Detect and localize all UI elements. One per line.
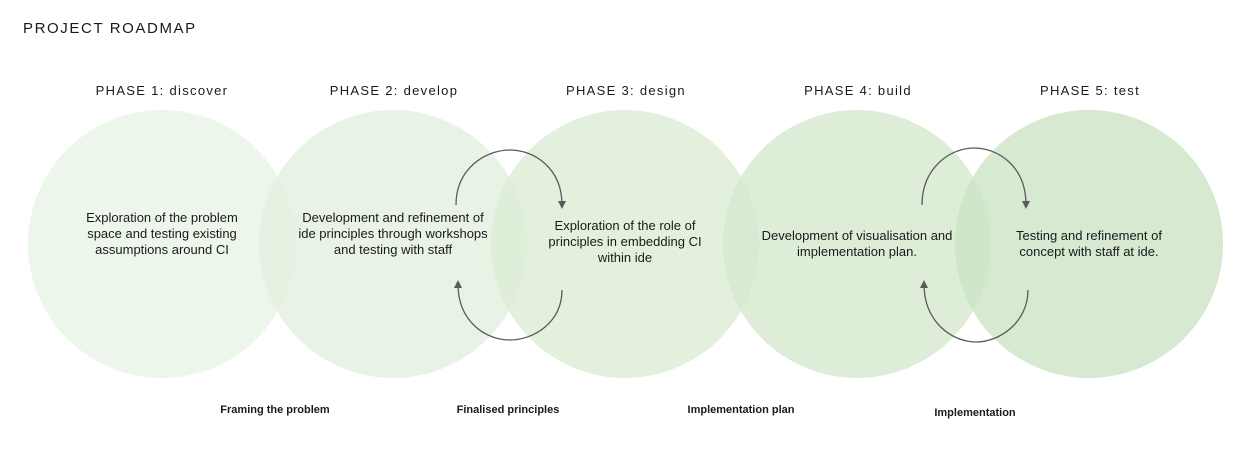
milestone-label: Finalised principles <box>456 404 560 416</box>
milestone-label: Framing the problem <box>220 404 330 416</box>
phase-1-circle <box>28 110 296 378</box>
phase-2-description: Development and refinement of ide princi… <box>298 210 488 257</box>
phase-4-circle <box>723 110 991 378</box>
phase-1-description: Exploration of the problem space and tes… <box>86 210 238 257</box>
phase-5-circle <box>955 110 1223 378</box>
phase-3-label: PHASE 3: design <box>566 83 686 98</box>
phase-2-label: PHASE 2: develop <box>329 83 459 98</box>
phase-5-description: Testing and refinement of concept with s… <box>1016 228 1162 259</box>
page-title: PROJECT ROADMAP <box>23 20 197 37</box>
phase-4-label: PHASE 4: build <box>804 83 912 98</box>
phase-2-circle <box>259 110 527 378</box>
phase-1-label: PHASE 1: discover <box>95 83 229 98</box>
phase-3-description: Exploration of the role of principles in… <box>548 218 702 265</box>
phase-5-label: PHASE 5: test <box>1040 83 1140 98</box>
milestone-label: Implementation <box>934 407 1016 419</box>
phase-4-description: Development of visualisation and impleme… <box>761 228 953 259</box>
cycle-arrows-icon <box>454 149 566 341</box>
milestone-label: Implementation plan <box>687 404 795 416</box>
cycle-arrows-icon <box>920 147 1030 343</box>
